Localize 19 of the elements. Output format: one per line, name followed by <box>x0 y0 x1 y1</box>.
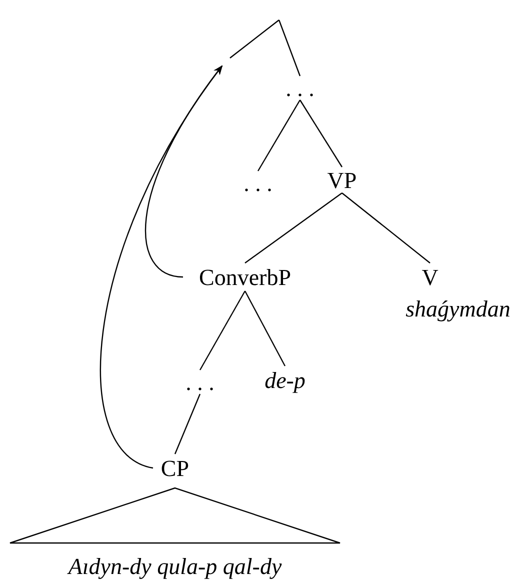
node-label: de-p <box>264 368 306 392</box>
tree-branch <box>257 100 301 172</box>
node-label: VP <box>327 168 357 192</box>
tree-branch <box>300 100 342 168</box>
tree-branch <box>342 192 430 264</box>
node-label: CP <box>160 456 190 480</box>
node-label: ConverbP <box>199 266 291 288</box>
word-label: Aıdyn-dy qula-p qal-dy <box>68 555 282 578</box>
tree-branch <box>244 192 342 264</box>
tree-branch <box>174 394 201 454</box>
movement-arrow <box>145 65 223 278</box>
node-label: . . . <box>286 76 314 100</box>
node-label: V <box>422 266 438 288</box>
node-label: . . . <box>244 172 272 194</box>
tree-branch <box>244 290 286 366</box>
word-label: shaǵymdan <box>406 298 510 320</box>
tree-branch <box>278 20 301 76</box>
tree-branch <box>199 290 246 370</box>
node-label: . . . <box>186 370 214 394</box>
